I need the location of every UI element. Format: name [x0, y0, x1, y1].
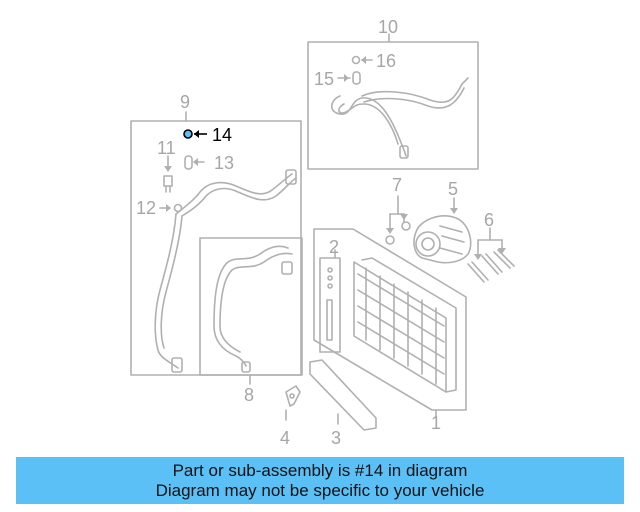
- group-box-8: [199, 237, 303, 376]
- parts-diagram: 10 16 15 9 14 11 13 12 7 5 6 2 8 1 4 3: [130, 17, 515, 448]
- callout-1[interactable]: 1: [431, 413, 442, 433]
- group-box-2: [319, 257, 341, 353]
- callout-15[interactable]: 15: [314, 69, 335, 89]
- group-box-1: [313, 228, 467, 411]
- callout-8[interactable]: 8: [244, 385, 255, 405]
- banner-line-2: Diagram may not be specific to your vehi…: [155, 481, 485, 500]
- group-box-10: [307, 41, 479, 170]
- info-banner: Part or sub-assembly is #14 in diagram D…: [16, 457, 624, 504]
- callout-6[interactable]: 6: [484, 210, 495, 230]
- part-14-highlight: [183, 129, 207, 139]
- callout-14[interactable]: 14: [212, 125, 233, 145]
- callout-13[interactable]: 13: [214, 153, 235, 173]
- callout-5[interactable]: 5: [448, 179, 459, 199]
- callout-11[interactable]: 11: [157, 138, 176, 158]
- callout-4[interactable]: 4: [280, 428, 291, 448]
- parts-diagram-drawing: [130, 33, 515, 431]
- callout-7[interactable]: 7: [392, 175, 403, 195]
- callout-16[interactable]: 16: [376, 51, 397, 71]
- callout-3[interactable]: 3: [331, 428, 342, 448]
- callout-9[interactable]: 9: [180, 92, 191, 112]
- callout-12[interactable]: 12: [136, 198, 157, 218]
- callout-10[interactable]: 10: [378, 17, 399, 37]
- banner-line-1: Part or sub-assembly is #14 in diagram: [172, 461, 468, 480]
- callout-2[interactable]: 2: [329, 237, 340, 257]
